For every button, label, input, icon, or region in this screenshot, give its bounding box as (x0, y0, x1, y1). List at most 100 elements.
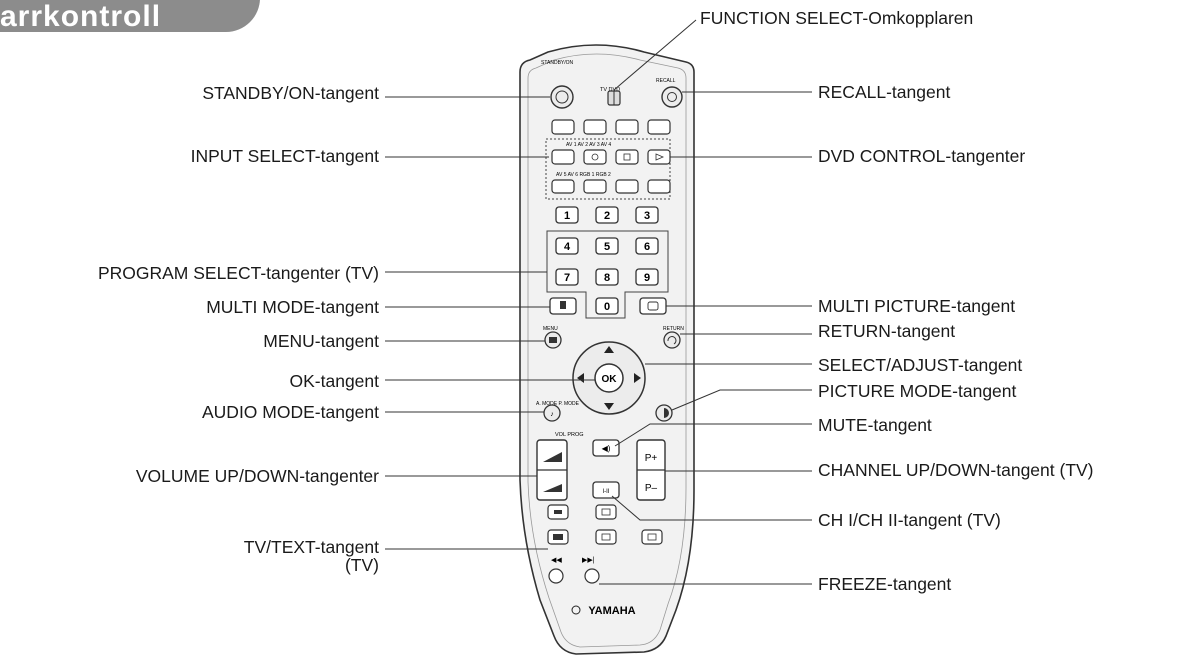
tv-text-icon (553, 534, 563, 540)
key-5-label: 5 (604, 241, 610, 253)
return-small-label: RETURN (663, 326, 684, 332)
color-key-blue[interactable] (647, 119, 671, 135)
brand-logo: YAMAHA (588, 605, 635, 617)
label-select-adjust: SELECT/ADJUST-tangent (818, 355, 1023, 375)
color-key-green[interactable] (583, 119, 607, 135)
freeze-button[interactable] (584, 568, 600, 584)
standby-button[interactable] (550, 85, 574, 109)
play-icon (655, 153, 665, 161)
power-icon (555, 90, 569, 104)
multi-picture-icon (647, 301, 659, 311)
text-size-button[interactable] (641, 529, 663, 545)
label-standby: STANDBY/ON-tangent (202, 83, 379, 103)
key-2[interactable] (595, 206, 619, 224)
label-picture-mode: PICTURE MODE-tangent (818, 381, 1017, 401)
leader-mute (614, 423, 812, 447)
dvd-forward-button[interactable] (615, 179, 639, 194)
dvd-open-button[interactable] (647, 179, 671, 194)
key-8[interactable] (595, 268, 619, 286)
ch-i-ii-button[interactable] (592, 481, 620, 499)
leader-function (613, 19, 697, 91)
text-index-button[interactable] (595, 504, 617, 520)
label-freeze: FREEZE-tangent (818, 574, 952, 594)
stop-icon (591, 153, 599, 161)
text-reveal-icon (601, 533, 611, 541)
function-small-label: TV DVD (600, 87, 620, 93)
key-6[interactable] (635, 237, 659, 255)
program-select-group (546, 230, 669, 319)
input-row1-label: AV 1 AV 2 AV 3 AV 4 (566, 142, 611, 148)
ok-button[interactable] (594, 363, 624, 393)
dvd-pause-button[interactable] (615, 149, 639, 165)
key-9[interactable] (635, 268, 659, 286)
up-arrow-icon (604, 346, 614, 353)
remote-inner-edge (527, 53, 687, 648)
leader-lines-left (385, 96, 595, 550)
text-size-icon (647, 533, 657, 541)
key-0[interactable] (595, 297, 619, 315)
mute-button[interactable] (592, 439, 620, 457)
multi-mode-icon (560, 301, 566, 309)
label-tv-text-2: (TV) (344, 555, 379, 575)
color-key-yellow[interactable] (615, 119, 639, 135)
leader-picture (671, 389, 812, 411)
key-3[interactable] (635, 206, 659, 224)
key-9-label: 9 (644, 272, 650, 284)
color-key-red[interactable] (551, 119, 575, 135)
recall-button[interactable] (661, 86, 683, 108)
label-ch-i-ii: CH I/CH II-tangent (TV) (818, 510, 1001, 530)
text-reveal-button[interactable] (595, 529, 617, 545)
av5-button[interactable] (551, 179, 575, 194)
label-volume: VOLUME UP/DOWN-tangenter (135, 466, 379, 486)
key-2-label: 2 (604, 210, 610, 222)
text-hold-icon (554, 510, 562, 514)
leader-lines-right (599, 19, 812, 585)
label-mute: MUTE-tangent (818, 415, 932, 435)
key-6-label: 6 (644, 241, 650, 253)
subpage-button[interactable] (548, 568, 564, 584)
picture-mode-icon (664, 408, 669, 418)
key-0-label: 0 (604, 301, 610, 313)
dvd-stop-button[interactable] (583, 149, 607, 165)
label-multi-mode: MULTI MODE-tangent (206, 297, 379, 317)
a-mode-small-label: A. MODE P. MODE (536, 401, 580, 407)
menu-small-label: MENU (543, 326, 558, 332)
key-3-label: 3 (644, 210, 650, 222)
label-ok: OK-tangent (289, 371, 380, 391)
dvd-rewind-button[interactable] (583, 179, 607, 194)
label-input-select: INPUT SELECT-tangent (190, 146, 379, 166)
label-menu: MENU-tangent (263, 331, 379, 351)
header-tab: arrkontroll (0, 0, 260, 33)
down-arrow-icon (604, 403, 614, 410)
return-icon (667, 336, 677, 345)
av1-button[interactable] (551, 149, 575, 165)
label-channel-up-down: CHANNEL UP/DOWN-tangent (TV) (818, 460, 1094, 480)
label-program-select: PROGRAM SELECT-tangenter (TV) (97, 263, 379, 283)
key-1[interactable] (555, 206, 579, 224)
return-button[interactable] (663, 331, 681, 349)
label-multi-picture: MULTI PICTURE-tangent (818, 296, 1016, 316)
channel-down-label: P– (645, 483, 658, 494)
standby-small-label: STANDBY/ON (541, 60, 574, 66)
key-1-label: 1 (564, 210, 570, 222)
label-tv-text: TV/TEXT-tangent (243, 537, 379, 557)
key-4-label: 4 (564, 241, 571, 253)
recall-small-label: RECALL (656, 78, 676, 84)
ch-i-ii-label: I-II (603, 489, 610, 495)
right-arrow-icon (634, 373, 641, 383)
key-7[interactable] (555, 268, 579, 286)
label-audio-mode: AUDIO MODE-tangent (202, 402, 379, 422)
label-dvd-control: DVD CONTROL-tangenter (818, 146, 1026, 166)
key-5[interactable] (595, 237, 619, 255)
audio-mode-button[interactable] (543, 404, 561, 422)
channel-up-label: P+ (645, 453, 658, 464)
dvd-play-button[interactable] (647, 149, 671, 165)
leader-chI (611, 495, 812, 521)
multi-picture-button[interactable] (639, 297, 667, 315)
key-4[interactable] (555, 237, 579, 255)
label-function-select: FUNCTION SELECT-Omkopplaren (700, 8, 974, 28)
volume-up-icon (543, 452, 562, 462)
key-8-label: 8 (604, 272, 610, 284)
text-index-icon (601, 508, 611, 516)
